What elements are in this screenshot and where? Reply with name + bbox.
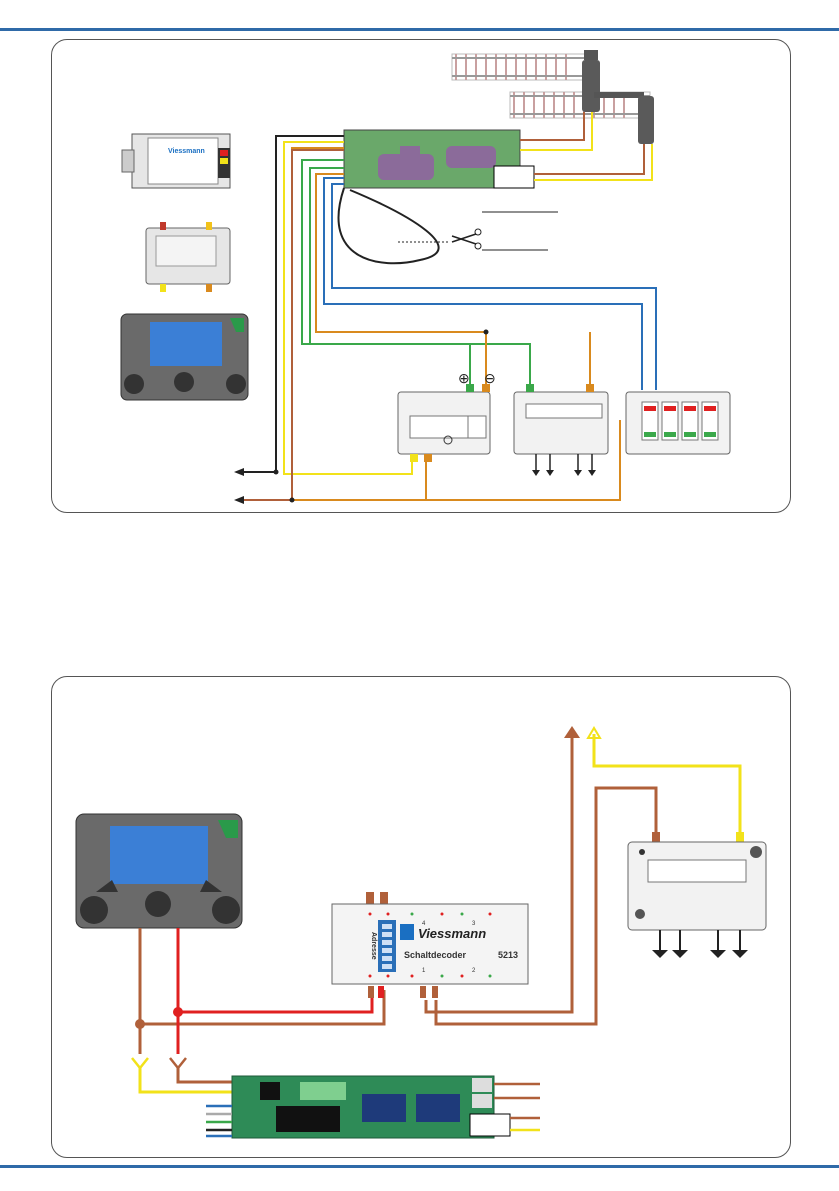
decoder-address-label: Adresse (370, 932, 377, 960)
turnout-motor-1 (582, 50, 600, 112)
wire-yellow-pcb (140, 1068, 232, 1092)
cut-loop-wire (339, 188, 439, 263)
power-module (146, 222, 230, 292)
commander-large (76, 814, 242, 928)
light-module (514, 384, 608, 476)
wire-yellow (284, 142, 412, 474)
decoder-label: Schaltdecoder (404, 950, 467, 960)
wire-orange-2 (316, 174, 486, 390)
wire-green-1 (302, 160, 530, 390)
svg-text:Viessmann: Viessmann (168, 148, 205, 155)
decoder-model: 5213 (498, 950, 518, 960)
track-upper (452, 54, 592, 80)
central-unit: Viessmann (122, 134, 230, 188)
wire-yellow-up (594, 734, 740, 836)
decoder-pcb (344, 130, 534, 188)
wire-blue-2 (332, 184, 656, 390)
wire-brown-out (244, 150, 344, 500)
button-panel (626, 392, 730, 454)
decoder-brand: Viessmann (418, 926, 486, 941)
minus-symbol: ⊖ (484, 370, 496, 386)
scissors-icon (452, 229, 481, 249)
wire-brown-pcb (178, 1068, 232, 1082)
commander-small (121, 314, 248, 400)
switch-decoder-5213 (332, 892, 528, 998)
wire-brown-motor2 (534, 144, 644, 174)
light-module-large (628, 832, 766, 958)
loco-decoder-pcb (232, 1076, 510, 1138)
sound-module (398, 384, 490, 462)
top-diagram: Viessmann (0, 0, 839, 520)
plus-symbol: ⊕ (458, 370, 470, 386)
bottom-diagram: Adresse Viessmann Schaltdecoder 5213 4 3… (0, 660, 839, 1170)
wire-blue-1 (324, 178, 642, 390)
